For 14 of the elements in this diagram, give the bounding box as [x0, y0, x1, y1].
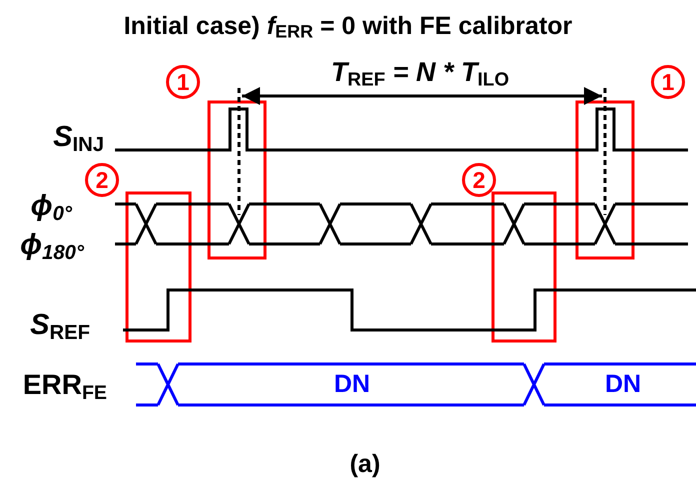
figure-caption: (a) — [348, 450, 382, 479]
waveform-label: DN — [334, 369, 370, 400]
circled-number: 1 — [166, 65, 200, 99]
waveform-label: DN — [604, 369, 642, 400]
diagram-title: Initial case) f$_{ERR}$ = 0 with FE calibrator — [122, 12, 574, 43]
signal-name: ERR$_{FE}$ — [22, 368, 107, 406]
signal-name: ϕ$_{0°}$ — [30, 189, 72, 228]
signal-name: ϕ$_{180°}$ — [20, 228, 84, 266]
circled-number: 1 — [651, 65, 685, 99]
circled-number: 2 — [85, 163, 119, 197]
signal-name: S$_{INJ}$ — [53, 120, 104, 158]
signal-name: S$_{REF}$ — [30, 308, 90, 346]
period-label: T$_{REF}$ = N * T$_{ILO}$ — [330, 56, 510, 93]
circled-number: 2 — [462, 163, 496, 197]
